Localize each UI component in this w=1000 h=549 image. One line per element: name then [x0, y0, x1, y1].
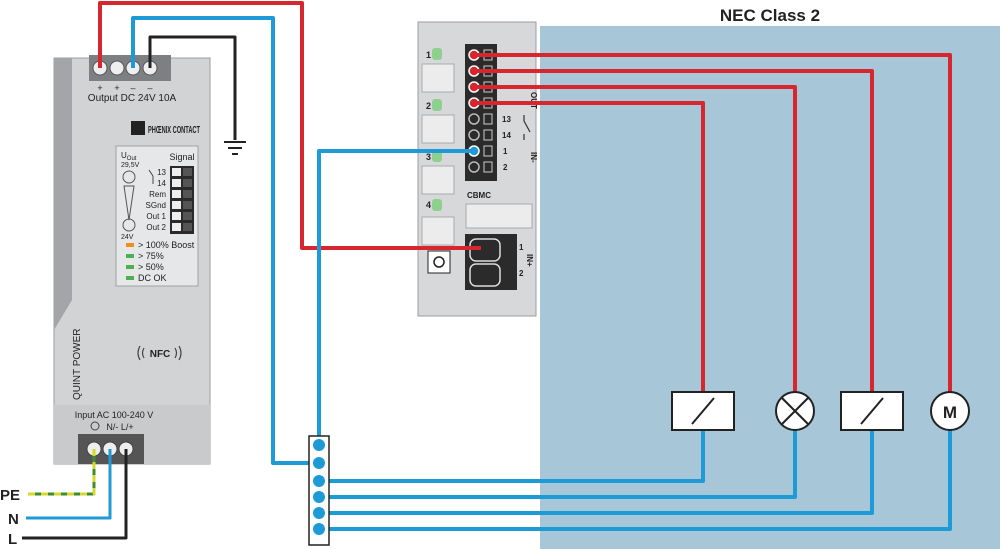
in-minus-pin: 1: [503, 147, 508, 156]
led-label: > 100% Boost: [138, 240, 195, 250]
signal-rows: 13 14 Rem SGnd Out 1 Out 2: [146, 168, 167, 232]
adjust-up-icon: [122, 170, 136, 184]
wire-l: [22, 449, 128, 540]
output-pin-3: –: [130, 83, 135, 93]
brand-name: PHŒNIX CONTACT: [148, 125, 200, 136]
relay-contact-symbol: [148, 169, 154, 184]
wire-output-1: [474, 53, 952, 392]
load-motor: M: [930, 391, 970, 431]
in-minus-label: IN-: [529, 152, 538, 163]
mains-label-l: L: [8, 531, 17, 548]
in-plus-terminal: [465, 234, 517, 290]
load-lamp: [775, 391, 815, 431]
wire-output-2: [474, 69, 874, 392]
product-line: QUINT POWER: [72, 329, 83, 400]
channel-number: 3: [426, 152, 431, 162]
wire-positive-supply: [98, 1, 481, 250]
channel-led: [432, 199, 442, 211]
channel-panels: [421, 63, 455, 246]
in-plus-pin: 1: [519, 243, 524, 252]
signal-row: SGnd: [146, 201, 166, 210]
output-label: Output DC 24V 10A: [88, 93, 177, 104]
power-supply: + + – – Output DC 24V 10A PHŒNIX CONTACT…: [53, 55, 211, 465]
wire-negative-supply: [131, 16, 319, 465]
led-label: > 50%: [138, 262, 164, 272]
uout-label: UOut: [121, 151, 137, 162]
ground-symbol-icon: [90, 421, 100, 431]
wire-output-4: [474, 101, 705, 392]
load-relay-coil-1: [671, 391, 735, 431]
mains-label-pe: PE: [0, 487, 20, 504]
wire-n: [26, 449, 112, 520]
zone-title: NEC Class 2: [720, 6, 820, 25]
motor-label: M: [943, 403, 957, 422]
nfc-label: NFC: [150, 349, 171, 360]
in-plus-pin: 2: [519, 269, 524, 278]
status-leds: > 100% Boost > 75% > 50% DC OK: [126, 240, 195, 283]
mains-label-n: N: [8, 511, 19, 528]
relay-pin: 14: [502, 131, 511, 140]
negative-busbar: [308, 435, 330, 546]
cbmc-name: CBMC: [467, 191, 491, 200]
wire-pe-stripe: [28, 449, 96, 496]
label-plate: [465, 203, 533, 229]
wire-return-3: [319, 430, 874, 515]
signal-row: Out 2: [146, 223, 166, 232]
wire-cbmc-in-minus: [317, 149, 474, 445]
signal-row: Rem: [149, 190, 166, 199]
signal-row: 14: [157, 179, 166, 188]
output-pin-2: +: [114, 83, 119, 93]
nfc-icon: [137, 345, 182, 361]
led-indicator: [126, 254, 134, 258]
uout-max: 29,5V: [121, 162, 140, 169]
input-pins: N/- L/+: [106, 422, 133, 432]
input-label: Input AC 100-240 V: [75, 410, 154, 420]
channel-led: [432, 48, 442, 60]
cbmc-module: 1 2 3 4 OUT 13 14 1 2 IN-: [417, 21, 538, 317]
earth-ground-icon: [224, 141, 246, 155]
channel-led: [432, 99, 442, 111]
uout-min: 24V: [121, 234, 134, 241]
manual-icon: [427, 250, 451, 274]
out-terminal-strip: [465, 44, 497, 181]
signal-row: 13: [157, 168, 166, 177]
brand-logo: [131, 121, 145, 135]
wire-output-3: [474, 85, 797, 392]
wire-ground: [148, 35, 237, 140]
channel-number: 2: [426, 101, 431, 111]
in-minus-pin: 2: [503, 163, 508, 172]
output-pin-1: +: [97, 83, 102, 93]
led-indicator: [126, 276, 134, 280]
output-pin-4: –: [147, 83, 152, 93]
led-indicator: [126, 243, 134, 247]
channel-number: 1: [426, 50, 431, 60]
led-indicator: [126, 265, 134, 269]
relay-pin: 13: [502, 115, 511, 124]
adjust-ramp-icon: [123, 185, 135, 221]
wires: [22, 1, 952, 540]
signal-row: Out 1: [146, 212, 166, 221]
signal-terminals: [170, 166, 194, 234]
wire-return-1: [319, 430, 705, 483]
relay-switch-icon: [523, 115, 531, 140]
wire-return-2: [319, 430, 797, 499]
channel-number: 4: [426, 200, 431, 210]
nec-class2-zone: [540, 26, 1000, 549]
led-label: DC OK: [138, 273, 167, 283]
out-label: OUT: [529, 92, 538, 109]
load-relay-coil-2: [840, 391, 904, 431]
led-label: > 75%: [138, 251, 164, 261]
in-plus-label: IN+: [525, 254, 534, 267]
adjust-down-icon: [122, 218, 136, 232]
wire-return-4: [319, 430, 952, 531]
signal-title: Signal: [169, 152, 194, 162]
